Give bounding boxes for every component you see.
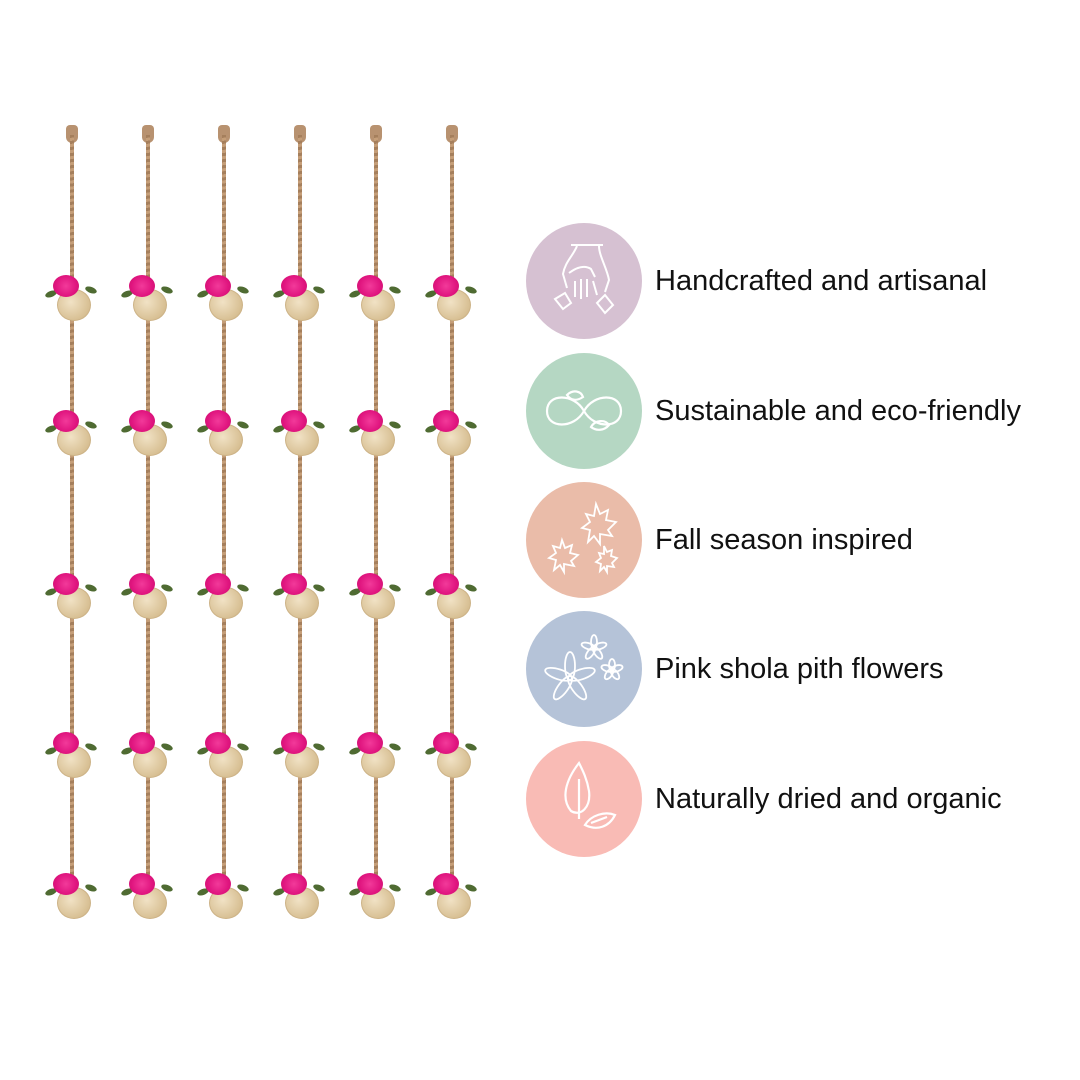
- pink-flower: [281, 410, 307, 432]
- flower-ball-ornament: [120, 573, 175, 619]
- jute-rope: [450, 135, 454, 905]
- flower-ball-ornament: [196, 275, 251, 321]
- hanging-strand: [272, 125, 326, 925]
- pink-flower: [205, 275, 231, 297]
- pink-flower: [205, 873, 231, 895]
- feature-label: Naturally dried and organic: [655, 782, 1002, 815]
- flower-ball-ornament: [348, 732, 403, 778]
- infinity-leaf-icon: [526, 353, 642, 469]
- pink-flower: [357, 732, 383, 754]
- maple-leaves-icon: [526, 482, 642, 598]
- flower-ball-ornament: [348, 573, 403, 619]
- jute-rope: [298, 135, 302, 905]
- pink-flower: [357, 275, 383, 297]
- flower-ball-ornament: [120, 275, 175, 321]
- flower-ball-ornament: [196, 873, 251, 919]
- pink-flower: [205, 573, 231, 595]
- pink-flower: [281, 732, 307, 754]
- leaves-icon: [526, 741, 642, 857]
- flower-ball-ornament: [44, 573, 99, 619]
- pink-flower: [281, 873, 307, 895]
- pink-flower: [281, 275, 307, 297]
- flower-ball-ornament: [272, 732, 327, 778]
- feature-label: Sustainable and eco-friendly: [655, 394, 1021, 427]
- rope-knot: [294, 125, 306, 143]
- pink-flower: [129, 573, 155, 595]
- pink-flower: [53, 732, 79, 754]
- rope-knot: [446, 125, 458, 143]
- flower-ball-ornament: [44, 873, 99, 919]
- flower-ball-ornament: [120, 873, 175, 919]
- feature-fall: Fall season inspired: [526, 482, 913, 598]
- flower-ball-ornament: [196, 410, 251, 456]
- hanging-strand: [44, 125, 98, 925]
- rope-knot: [142, 125, 154, 143]
- flower-ball-ornament: [272, 275, 327, 321]
- pink-flower: [357, 873, 383, 895]
- pink-flower: [433, 410, 459, 432]
- flower-ball-ornament: [424, 275, 479, 321]
- flower-ball-ornament: [44, 410, 99, 456]
- flower-ball-ornament: [424, 573, 479, 619]
- pink-flower: [281, 573, 307, 595]
- pink-flower: [129, 732, 155, 754]
- rope-knot: [370, 125, 382, 143]
- pink-flower: [53, 873, 79, 895]
- feature-label: Pink shola pith flowers: [655, 652, 944, 685]
- pink-flower: [433, 732, 459, 754]
- pink-flower: [433, 573, 459, 595]
- pink-flower: [433, 873, 459, 895]
- pink-flower: [129, 873, 155, 895]
- pink-flower: [205, 410, 231, 432]
- flower-ball-ornament: [44, 732, 99, 778]
- flower-ball-ornament: [272, 573, 327, 619]
- pink-flower: [129, 410, 155, 432]
- hanging-strand: [348, 125, 402, 925]
- feature-flowers: Pink shola pith flowers: [526, 611, 944, 727]
- feature-label: Handcrafted and artisanal: [655, 264, 988, 297]
- flower-ball-ornament: [196, 573, 251, 619]
- feature-organic: Naturally dried and organic: [526, 741, 1002, 857]
- wicker-ball: [57, 587, 91, 619]
- jute-rope: [374, 135, 378, 905]
- pink-flower: [129, 275, 155, 297]
- pink-flower: [53, 410, 79, 432]
- flower-ball-ornament: [120, 732, 175, 778]
- flower-ball-ornament: [424, 732, 479, 778]
- flowers-icon: [526, 611, 642, 727]
- flower-ball-ornament: [348, 873, 403, 919]
- pink-flower: [433, 275, 459, 297]
- flower-ball-ornament: [196, 732, 251, 778]
- jute-rope: [222, 135, 226, 905]
- rope-knot: [218, 125, 230, 143]
- pink-flower: [357, 573, 383, 595]
- hanging-strand: [196, 125, 250, 925]
- pink-flower: [357, 410, 383, 432]
- jute-rope: [146, 135, 150, 905]
- feature-label: Fall season inspired: [655, 523, 913, 556]
- flower-ball-ornament: [348, 275, 403, 321]
- flower-ball-ornament: [272, 873, 327, 919]
- flower-ball-ornament: [44, 275, 99, 321]
- hand-icon: [526, 223, 642, 339]
- feature-sustainable: Sustainable and eco-friendly: [526, 353, 1021, 469]
- flower-ball-ornament: [424, 410, 479, 456]
- pink-flower: [53, 275, 79, 297]
- flower-ball-ornament: [348, 410, 403, 456]
- flower-ball-ornament: [272, 410, 327, 456]
- feature-handcrafted: Handcrafted and artisanal: [526, 223, 987, 339]
- rope-knot: [66, 125, 78, 143]
- hanging-strand: [120, 125, 174, 925]
- pink-flower: [205, 732, 231, 754]
- jute-rope: [70, 135, 74, 905]
- pink-flower: [53, 573, 79, 595]
- flower-ball-ornament: [120, 410, 175, 456]
- flower-ball-ornament: [424, 873, 479, 919]
- hanging-strand: [424, 125, 478, 925]
